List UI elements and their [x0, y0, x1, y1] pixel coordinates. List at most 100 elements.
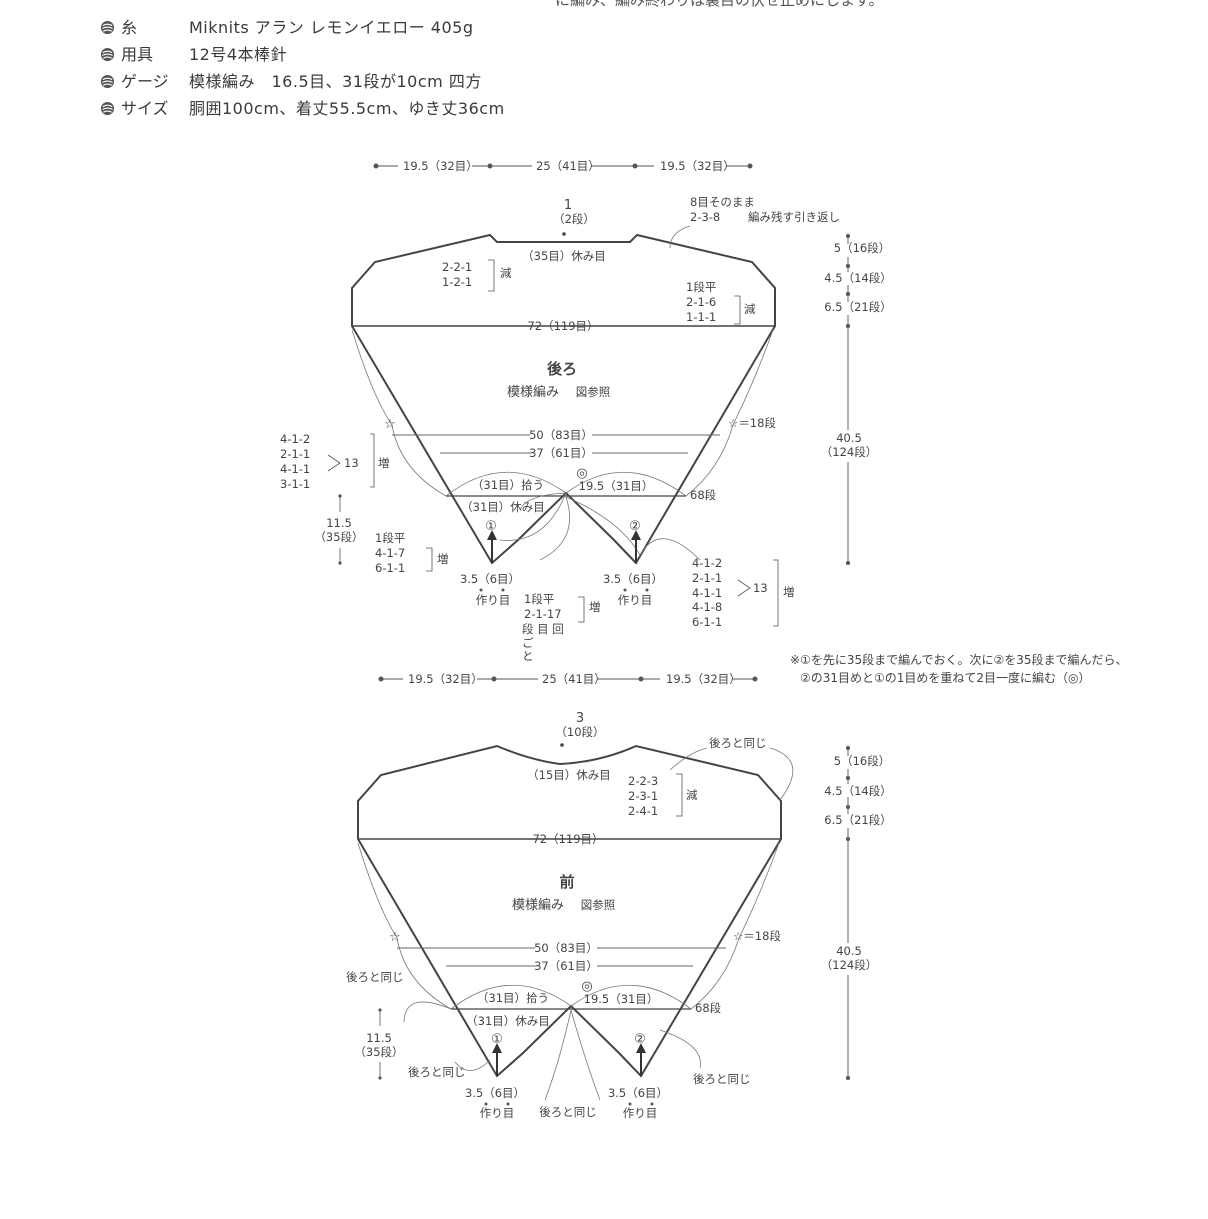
front-chart-ref: 図参照 — [581, 898, 616, 912]
back-right-dec-label: 減 — [744, 302, 756, 316]
back-inc-r-total: 13 — [753, 581, 768, 595]
joining-note-1: ※①を先に35段まで編んでおく。次に②を35段まで編んだら、 — [790, 652, 1128, 667]
back-right-width: 19.5（31目） — [579, 479, 654, 493]
back-center-inc-1: 1段平 — [524, 592, 554, 606]
back-width-37: 37（61目） — [529, 446, 593, 460]
back-part-2: ② — [629, 519, 641, 534]
front-star-note: ☆＝18段 — [733, 929, 781, 943]
back-v-124: （124段） — [821, 445, 877, 459]
spec-label: 用具 — [121, 45, 154, 64]
back-inc-r-4: 4-1-8 — [692, 600, 722, 614]
front-width-72: 72（119目） — [532, 832, 603, 846]
back-inc-l-1: 4-1-2 — [280, 432, 310, 446]
back-center-inc-5: と — [522, 649, 534, 663]
front-same-as-back-left: 後ろと同じ — [346, 970, 404, 984]
spec-value: Miknits アラン レモンイエロー 405g — [189, 18, 474, 37]
back-left-dec-label: 減 — [500, 266, 512, 280]
front-title: 前 — [559, 873, 574, 891]
header-note: に編み、編み終わりは裏目の伏せ止めにします。 — [555, 0, 884, 9]
front-star-left: ☆ — [389, 930, 401, 945]
back-v-5: 5（16段） — [834, 241, 890, 255]
back-center-inc-4: ご — [522, 636, 534, 650]
front-v-124: （124段） — [821, 958, 877, 972]
back-inc-r-1: 4-1-2 — [692, 556, 722, 570]
front-top-left-width: 19.5（32目） — [408, 672, 483, 686]
back-part-1: ① — [485, 519, 497, 534]
back-inc-l-total: 13 — [344, 456, 359, 470]
back-left-dec-2: 1-2-1 — [442, 275, 472, 289]
spec-value: 胴囲100cm、着丈55.5cm、ゆき丈36cm — [189, 99, 505, 118]
back-width-50: 50（83目） — [529, 428, 593, 442]
front-foot-right: 3.5（6目） — [608, 1086, 668, 1100]
back-cast-on-left: 作り目 — [476, 593, 511, 607]
back-shoulder-note-b: 2-3-8 — [690, 210, 720, 224]
spec-label: 糸 — [121, 18, 138, 37]
back-piece: 19.5（32目） 25（41目） 19.5（32目） 1 （2段） — [280, 159, 892, 663]
front-same-as-back-bottom-left: 後ろと同じ — [408, 1065, 466, 1079]
spec-size: サイズ 胴囲100cm、着丈55.5cm、ゆき丈36cm — [100, 95, 505, 122]
front-v-4-5: 4.5（14段） — [824, 784, 891, 798]
back-center-inc-3: 段 目 回 — [522, 622, 564, 636]
back-center-inc-2: 2-1-17 — [524, 607, 562, 621]
back-rest-stitches: （31目）休み目 — [461, 500, 545, 514]
back-right-dec-2: 1-1-1 — [686, 310, 716, 324]
back-foot-right: 3.5（6目） — [603, 572, 663, 586]
front-outline — [357, 744, 782, 1078]
back-width-72: 72（119目） — [527, 319, 598, 333]
back-foot-left: 3.5（6目） — [460, 572, 520, 586]
front-width-37: 37（61目） — [534, 959, 598, 973]
back-center-inc-label: 増 — [589, 600, 601, 614]
back-height-11-5: 11.5 — [326, 516, 352, 530]
front-top-right-width: 19.5（32目） — [666, 672, 741, 686]
front-same-as-back-shoulder: 後ろと同じ — [709, 736, 767, 750]
back-neck-rows: （2段） — [553, 212, 595, 226]
front-v-6-5: 6.5（21段） — [824, 813, 891, 827]
spec-label: ゲージ — [121, 72, 169, 91]
front-height-35: （35段） — [354, 1045, 403, 1059]
front-neck-rows: （10段） — [555, 725, 604, 739]
front-pick-up: （31目）拾う — [477, 991, 549, 1005]
front-part-2: ② — [634, 1032, 646, 1047]
front-neck-dec-3: 2-4-1 — [628, 804, 658, 818]
back-height-35: （35段） — [314, 530, 363, 544]
front-neck-depth: 3 — [576, 711, 584, 726]
back-right-dec-0: 1段平 — [686, 280, 716, 294]
back-v-4-5: 4.5（14段） — [824, 271, 891, 285]
front-neck-dec-2: 2-3-1 — [628, 789, 658, 803]
back-v-40-5: 40.5 — [836, 431, 862, 445]
back-neck-bind: （35目）休み目 — [522, 249, 606, 263]
spec-value: 模様編み 16.5目、31段が10cm 四方 — [189, 72, 482, 91]
back-inc-l-4: 3-1-1 — [280, 477, 310, 491]
spec-value: 12号4本棒針 — [189, 45, 288, 64]
spec-label: サイズ — [121, 99, 169, 118]
back-left-dec-1: 2-2-1 — [442, 260, 472, 274]
front-cast-on-right: 作り目 — [623, 1106, 658, 1120]
back-inc-r-5: 6-1-1 — [692, 615, 722, 629]
back-join-mark: ◎ — [576, 466, 587, 481]
spec-gauge: ゲージ 模様編み 16.5目、31段が10cm 四方 — [100, 68, 505, 95]
back-inc-r-label: 増 — [783, 585, 795, 599]
back-neck-depth: 1 — [564, 198, 572, 213]
spec-tools: 用具 12号4本棒針 — [100, 41, 505, 68]
back-shoulder-note-c: 編み残す引き返し — [748, 210, 840, 224]
back-chart-ref: 図参照 — [576, 385, 611, 399]
front-cast-on-left: 作り目 — [480, 1106, 515, 1120]
front-neck-bind: （15目）休み目 — [527, 768, 611, 782]
back-top-right-width: 19.5（32目） — [660, 159, 735, 173]
back-bottom-inc-3: 6-1-1 — [375, 561, 405, 575]
front-neck-dec-1: 2-2-3 — [628, 774, 658, 788]
yarn-ball-icon — [100, 74, 115, 89]
back-top-left-width: 19.5（32目） — [403, 159, 478, 173]
front-pattern: 模様編み — [512, 897, 564, 913]
front-top-mid-width: 25（41目） — [542, 672, 606, 686]
back-inc-l-3: 4-1-1 — [280, 462, 310, 476]
back-bottom-inc-2: 4-1-7 — [375, 546, 405, 560]
spec-yarn: 糸 Miknits アラン レモンイエロー 405g — [100, 14, 505, 41]
front-rows-68: 68段 — [695, 1001, 722, 1015]
front-v-5: 5（16段） — [834, 754, 890, 768]
back-inc-r-2: 2-1-1 — [692, 571, 722, 585]
front-same-as-back-bottom-right: 後ろと同じ — [693, 1072, 751, 1086]
back-top-mid-width: 25（41目） — [536, 159, 600, 173]
back-bottom-inc-label: 増 — [437, 552, 449, 566]
front-width-50: 50（83目） — [534, 941, 598, 955]
